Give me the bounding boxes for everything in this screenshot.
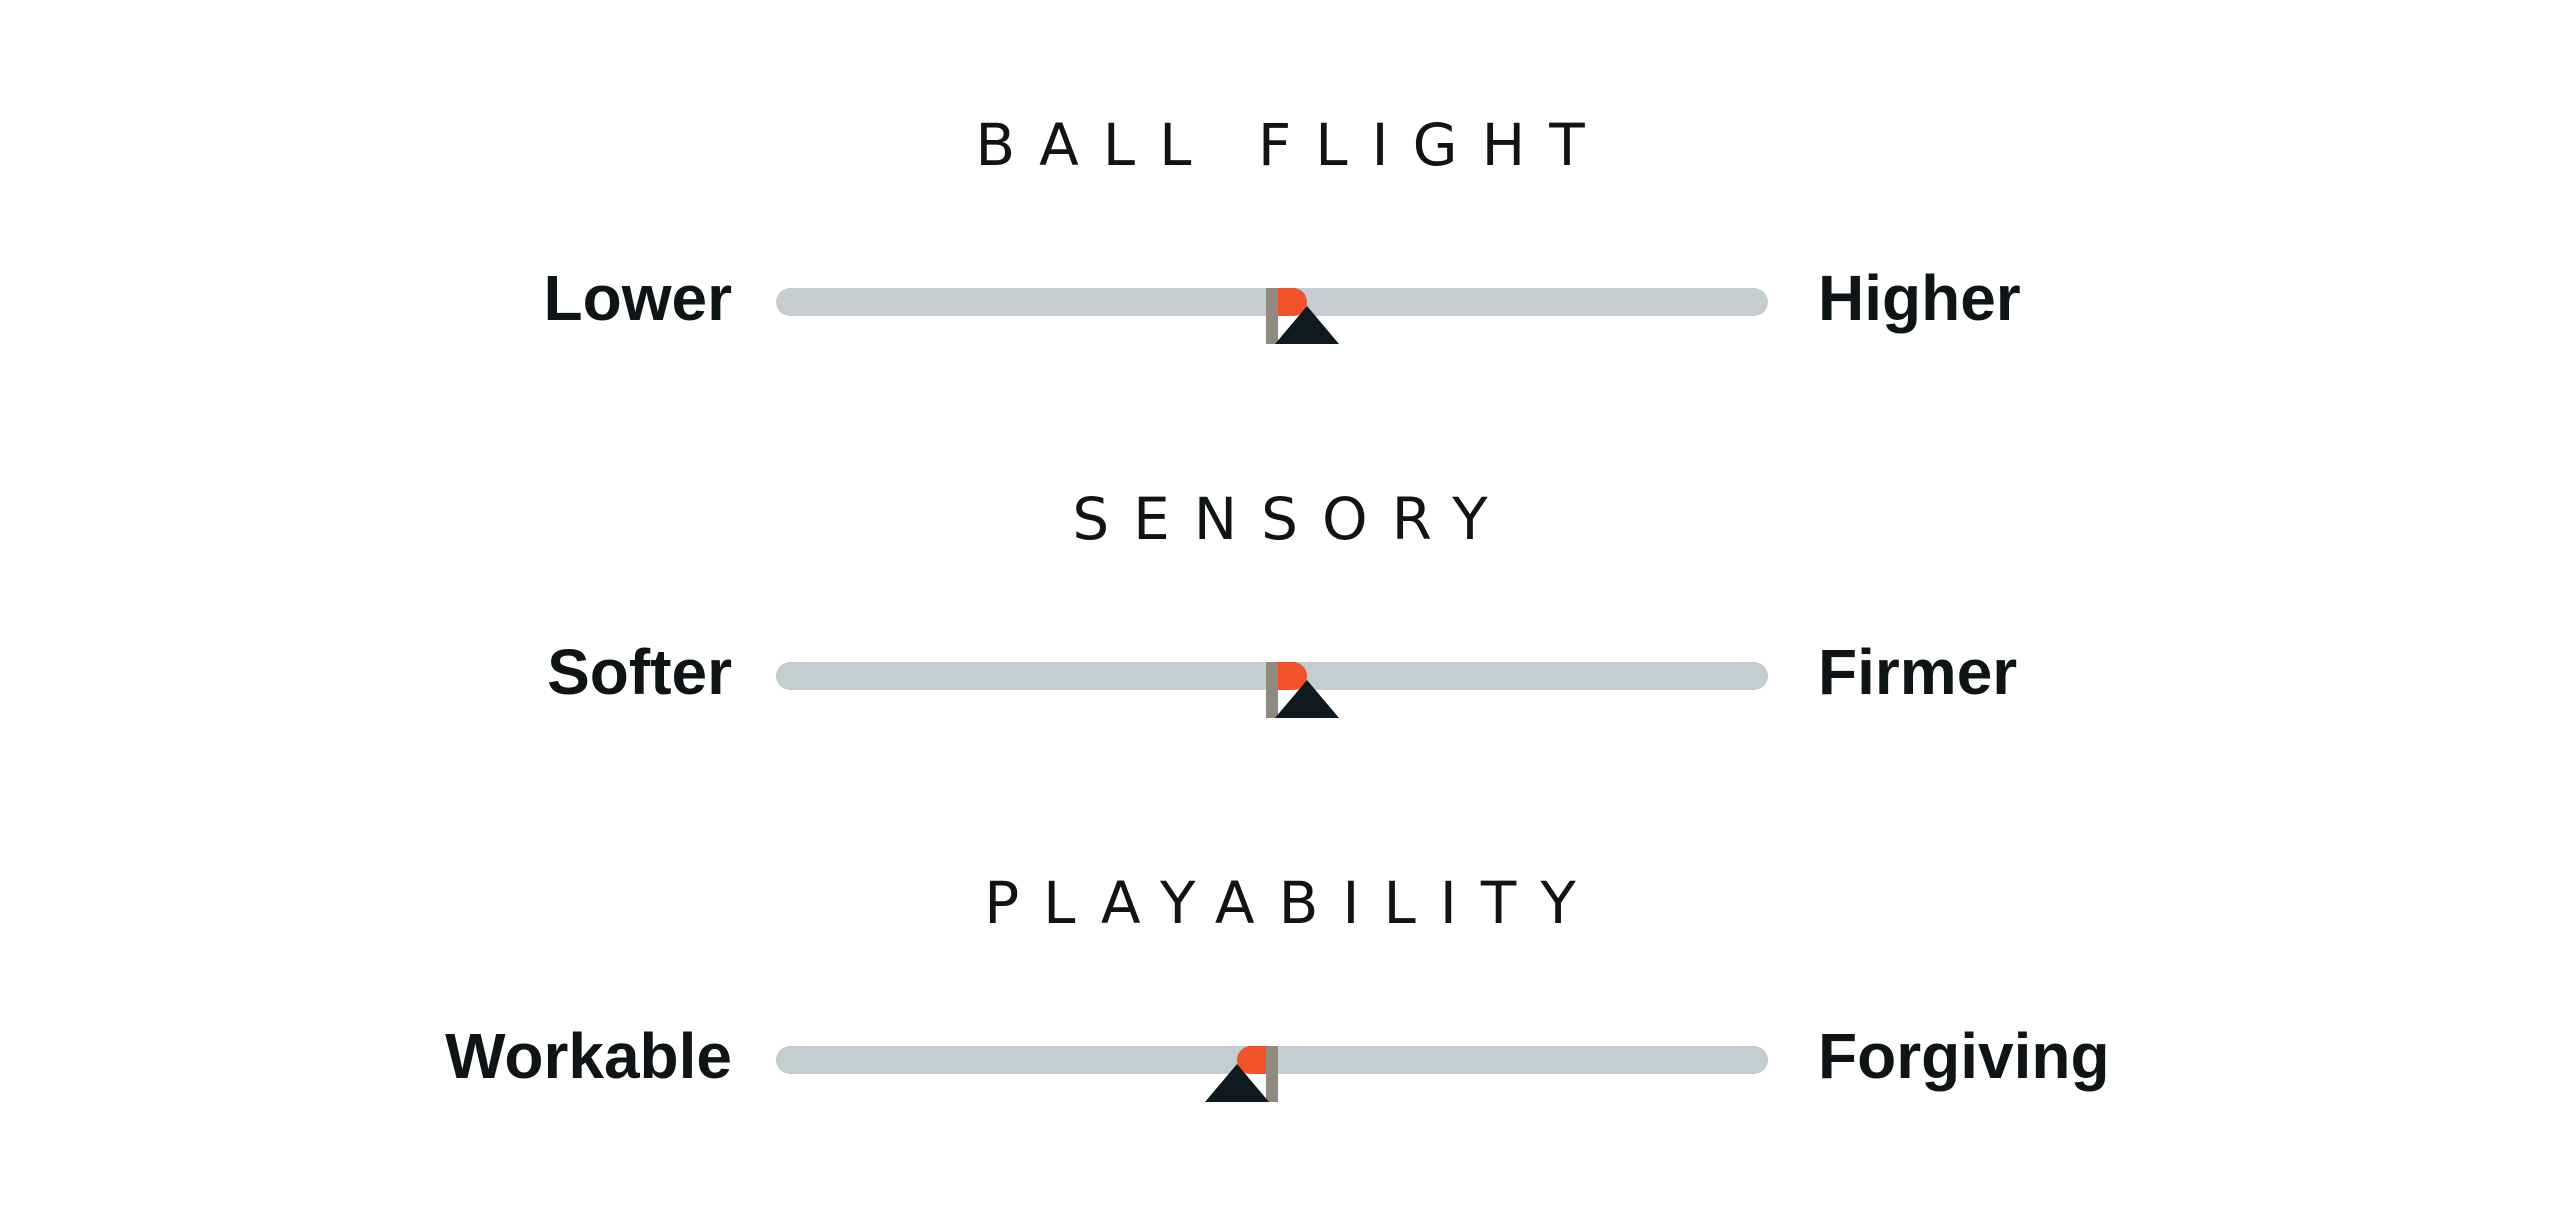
triangle-pointer-icon — [1274, 680, 1339, 718]
left-label: Softer — [547, 636, 732, 708]
triangle-pointer-icon — [1205, 1064, 1270, 1102]
section-title: PLAYABILITY — [984, 869, 1600, 937]
center-marker — [1266, 662, 1278, 718]
section-playability: PLAYABILITY Workable Forgiving — [0, 868, 2560, 1128]
right-label: Higher — [1818, 262, 2021, 334]
rating-slider — [776, 1028, 1768, 1102]
center-marker — [1266, 1046, 1278, 1102]
section-sensory: SENSORY Softer Firmer — [0, 484, 2560, 744]
section-title: SENSORY — [1072, 485, 1512, 553]
rating-slider — [776, 270, 1768, 344]
left-label: Workable — [445, 1020, 732, 1092]
right-label: Firmer — [1818, 636, 2018, 708]
center-marker — [1266, 288, 1278, 344]
rating-slider — [776, 644, 1768, 718]
section-title: BALL FLIGHT — [975, 111, 1609, 179]
right-label: Forgiving — [1818, 1020, 2110, 1092]
section-ball-flight: BALL FLIGHT Lower Higher — [0, 110, 2560, 370]
triangle-pointer-icon — [1274, 306, 1339, 344]
left-label: Lower — [543, 262, 732, 334]
